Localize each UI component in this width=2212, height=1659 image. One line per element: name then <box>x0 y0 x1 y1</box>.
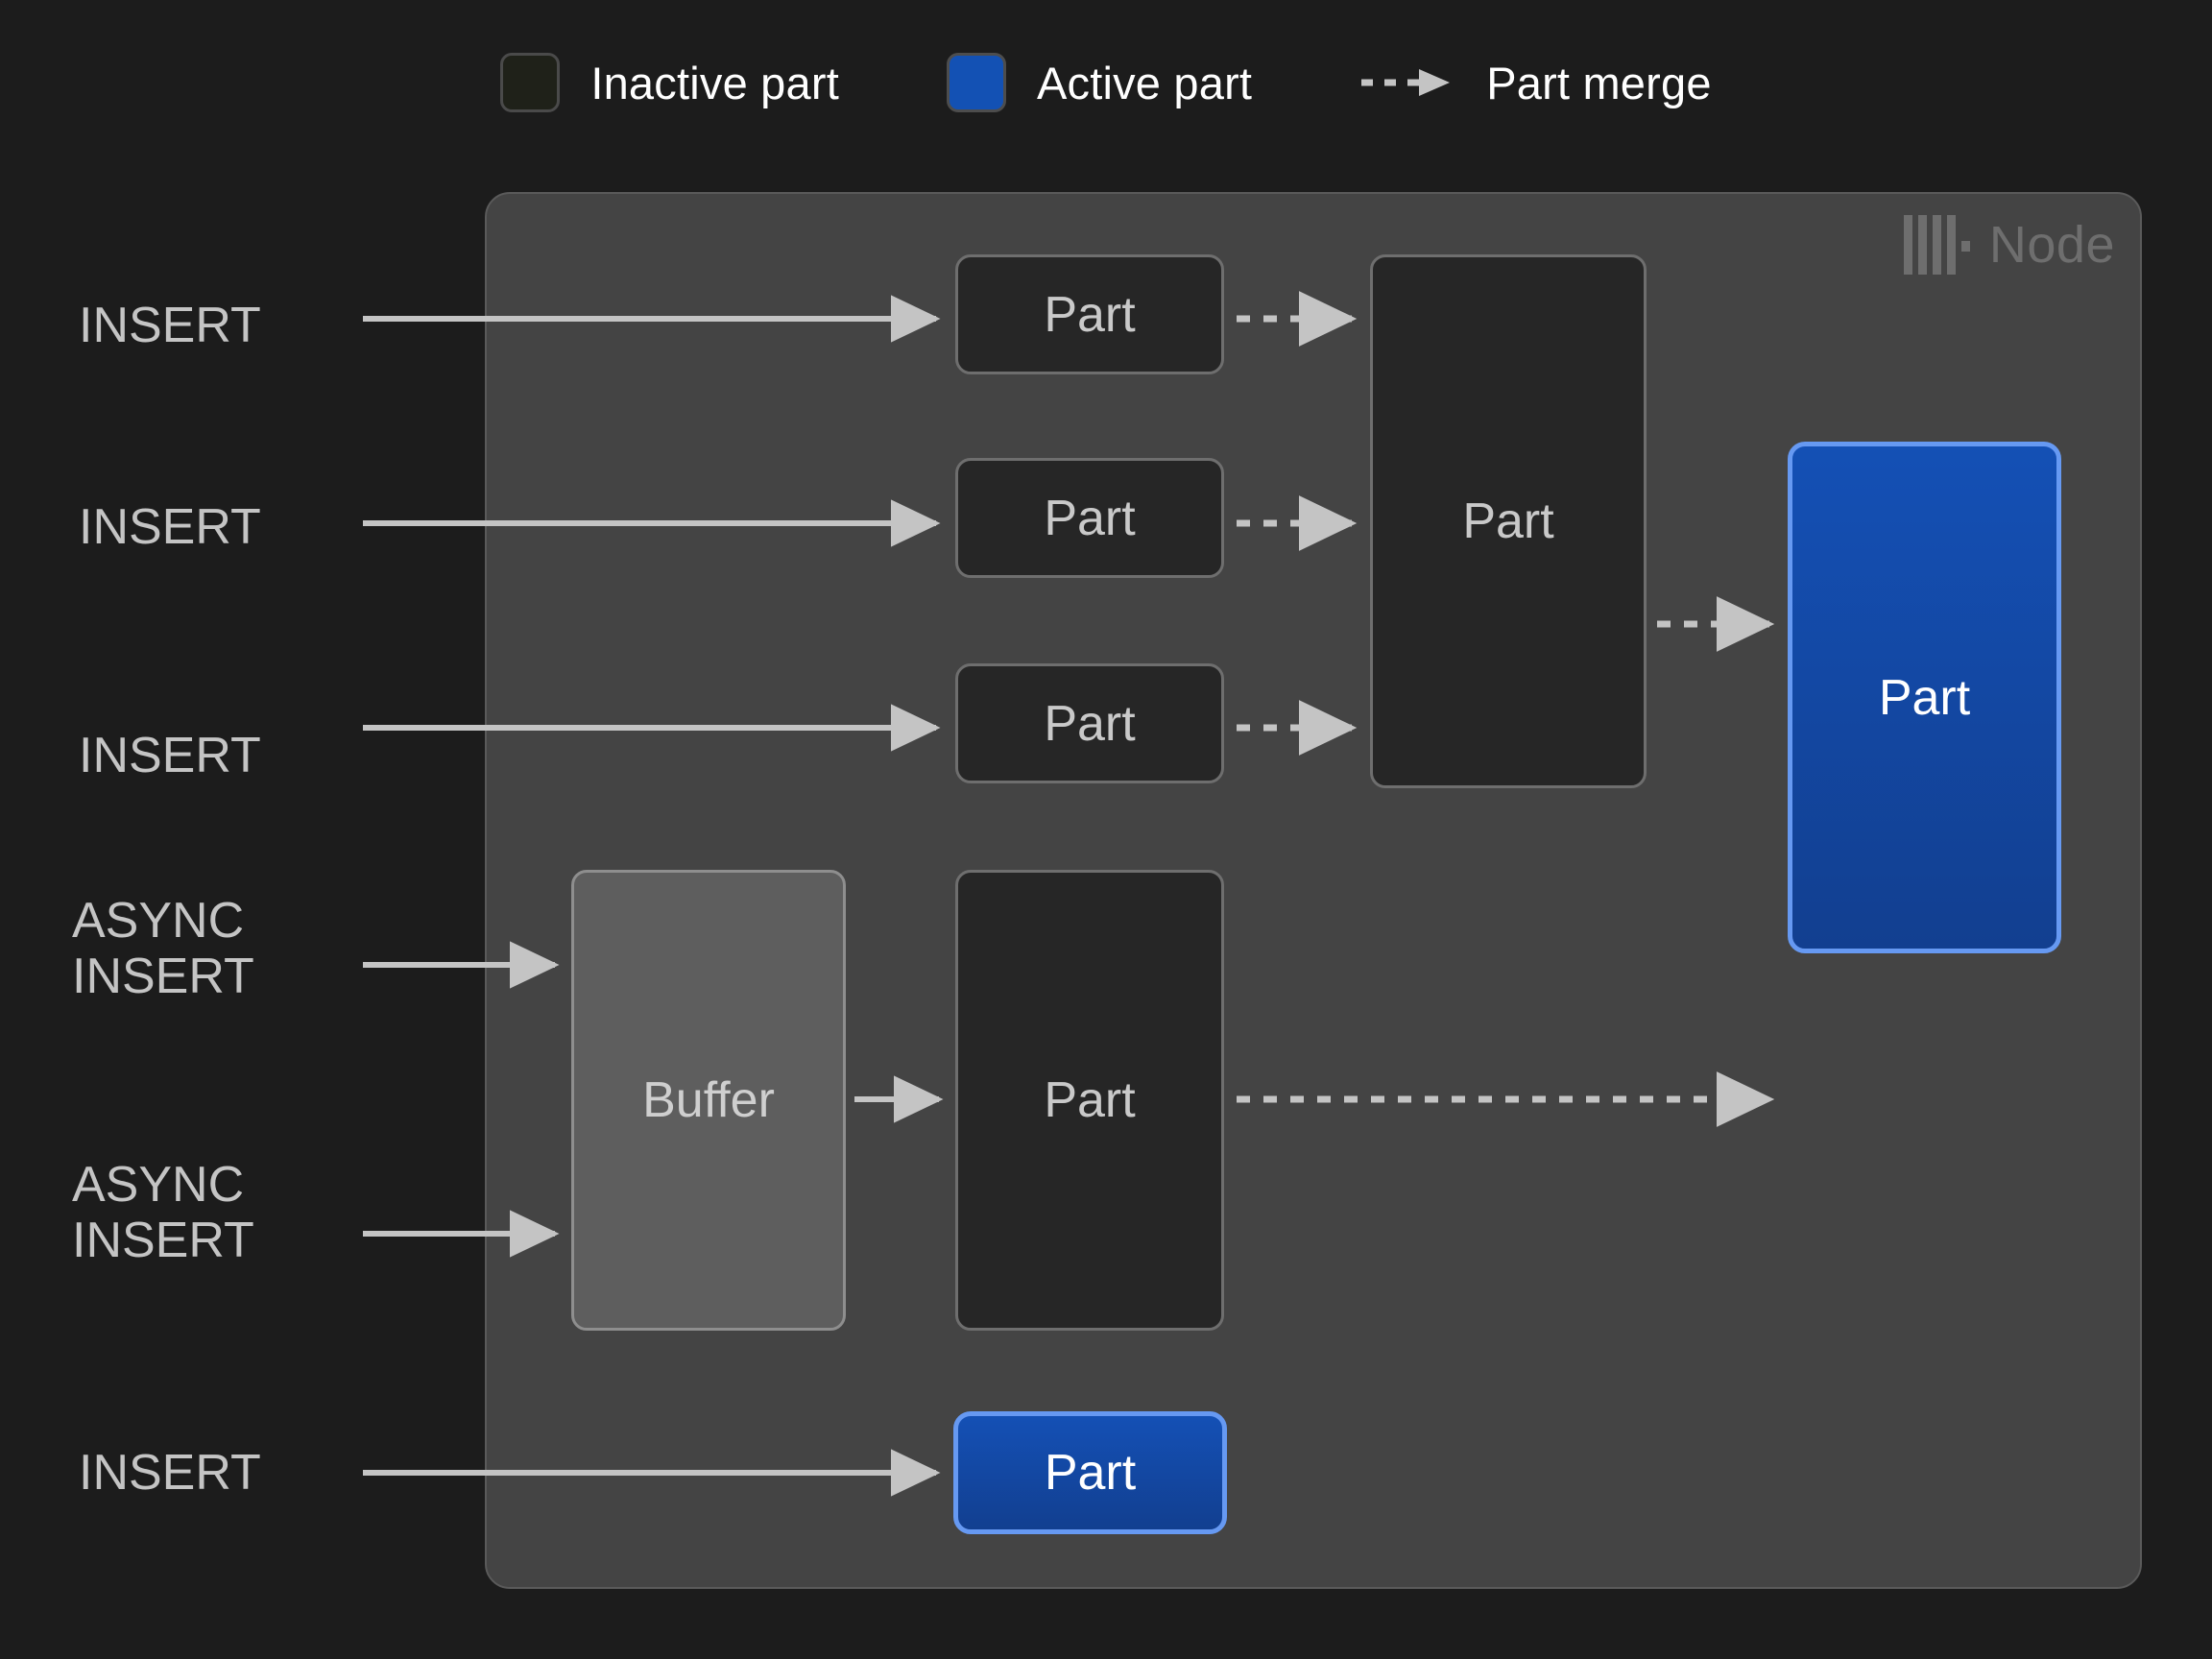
node-label: Node <box>1988 216 2115 274</box>
inactive-part-swatch-icon <box>500 53 561 112</box>
source-label-insert-2: INSERT <box>79 499 261 555</box>
legend-item-active-part: Active part <box>946 53 1253 112</box>
part-box-final-active[interactable]: Part <box>1788 442 2061 953</box>
part-box-merged-mid-label: Part <box>1462 493 1554 549</box>
part-box-row-1-label: Part <box>1044 286 1136 343</box>
part-box-final-active-label: Part <box>1878 669 1971 726</box>
part-box-row-2[interactable]: Part <box>955 458 1224 578</box>
part-box-merged-mid[interactable]: Part <box>1370 254 1647 788</box>
legend: Inactive part Active part Part merge <box>0 42 2212 123</box>
source-label-async-insert-2: ASYNC INSERT <box>72 1157 254 1269</box>
dashed-arrow-icon <box>1359 65 1455 100</box>
buffer-box[interactable]: Buffer <box>571 870 846 1331</box>
part-box-direct-active[interactable]: Part <box>953 1411 1227 1534</box>
legend-label-part-merge: Part merge <box>1486 57 1712 108</box>
source-label-insert-1: INSERT <box>79 298 261 353</box>
part-box-row-2-label: Part <box>1044 490 1136 546</box>
source-label-async-insert-1: ASYNC INSERT <box>72 893 254 1005</box>
source-label-insert-4: INSERT <box>79 1445 261 1501</box>
legend-label-active-part: Active part <box>1036 57 1253 108</box>
part-box-row-3[interactable]: Part <box>955 663 1224 783</box>
legend-item-inactive-part: Inactive part <box>500 53 839 112</box>
source-label-insert-3: INSERT <box>79 728 261 783</box>
part-box-row-1[interactable]: Part <box>955 254 1224 374</box>
part-box-row-3-label: Part <box>1044 695 1136 752</box>
legend-label-inactive-part: Inactive part <box>590 57 839 108</box>
legend-item-part-merge: Part merge <box>1359 57 1711 109</box>
part-box-direct-active-label: Part <box>1044 1445 1137 1501</box>
part-box-async-label: Part <box>1044 1072 1136 1128</box>
clickhouse-logo-icon <box>1903 215 1970 275</box>
node-badge: Node <box>1903 215 2115 275</box>
part-box-async[interactable]: Part <box>955 870 1224 1331</box>
buffer-box-label: Buffer <box>642 1072 775 1128</box>
active-part-swatch-icon <box>946 53 1006 112</box>
